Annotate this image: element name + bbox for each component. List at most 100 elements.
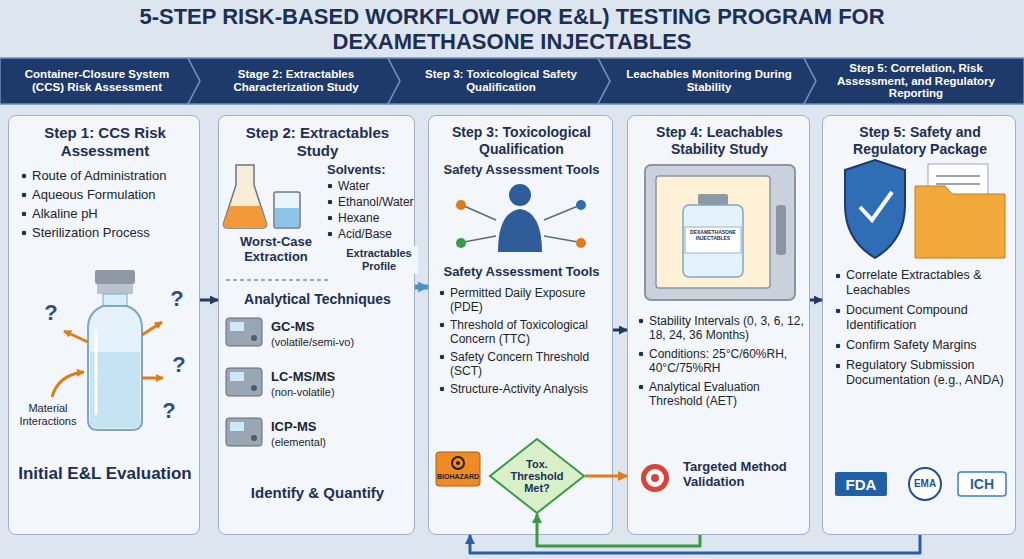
chevron-text: Leachables Monitoring During Stability xyxy=(616,68,802,94)
agency-logos xyxy=(835,472,887,496)
flow-arrow xyxy=(537,514,700,546)
chevron-text: Container-Closure System (CCS) Risk Asse… xyxy=(8,68,186,94)
stability-chamber xyxy=(683,205,743,277)
flow-arrow xyxy=(415,285,428,290)
panel-heading: Step 2: Extractables Study xyxy=(225,124,410,159)
human-figure xyxy=(576,238,586,248)
text-slot: LC-MS/MS xyxy=(271,369,411,384)
biohazard-symbol xyxy=(436,452,480,486)
text-slot: Water xyxy=(327,179,413,193)
human-figure xyxy=(456,184,586,252)
question-mark: ? xyxy=(168,286,186,312)
shield-folder-illustration xyxy=(915,186,1005,258)
step-chevron: Stage 2: Extractables Characterization S… xyxy=(188,58,400,104)
text-slot: DEXAMETHASONE INJECTABLES xyxy=(685,230,741,242)
technique-name: LC-MS/MS xyxy=(271,369,411,384)
human-figure xyxy=(464,206,496,220)
instrument-icons xyxy=(226,318,262,446)
stability-chamber xyxy=(645,165,795,300)
text-slot: Step 1: CCS Risk Assessment xyxy=(15,124,195,159)
text-slot: Solvents: xyxy=(327,162,413,177)
text-slot: EMA xyxy=(909,478,941,490)
chevron-shape xyxy=(388,58,610,104)
panel-footer: Targeted Method Validation xyxy=(683,459,805,490)
section-heading: Analytical Techniques xyxy=(223,291,412,308)
diamond-shape xyxy=(490,439,584,513)
step-chevron: Container-Closure System (CCS) Risk Asse… xyxy=(0,58,200,104)
text-box: Leachables Monitoring During Stability xyxy=(598,58,816,104)
text-slot: Permitted Daily Exposure (PDE) xyxy=(439,286,607,314)
bullet-item: Safety Concern Threshold (SCT) xyxy=(439,350,607,378)
text-slot: Step 5: Safety and Regulatory Package xyxy=(828,124,1012,157)
list-heading: Solvents: xyxy=(327,162,413,177)
bullet-item: Conditions: 25°C/60%RH, 40°C/75%RH xyxy=(638,347,804,375)
bullet-item: Confirm Safety Margins xyxy=(835,338,1011,353)
technique-scope: (non-volatile) xyxy=(271,386,411,399)
flask-illustration xyxy=(224,206,267,228)
diagram-title: 5-STEP RISK-BASED WORKFLOW FOR E&L) TEST… xyxy=(42,5,982,54)
human-figure xyxy=(456,200,466,210)
text-slot: ICH xyxy=(958,476,1006,493)
instrument-icons xyxy=(226,368,262,396)
panel-heading: Step 4: Leachables Stability Study xyxy=(633,124,806,157)
stability-chamber xyxy=(698,194,728,205)
text-slot: ? xyxy=(168,286,186,312)
vial-label: DEXAMETHASONE INJECTABLES xyxy=(685,230,741,242)
instrument-icons xyxy=(226,318,262,346)
stability-chamber xyxy=(645,165,795,300)
text-slot: Safety Concern Threshold (SCT) xyxy=(439,350,607,378)
human-figure xyxy=(544,206,578,220)
text-slot: Initial E&L Evaluation xyxy=(15,464,195,484)
text-slot: Step 2: Extractables Study xyxy=(225,124,410,159)
interaction-arrows xyxy=(52,322,163,397)
bullet-item: Water xyxy=(327,179,413,193)
chevron-shape xyxy=(598,58,816,104)
text-slot: Confirm Safety Margins xyxy=(835,338,1011,353)
instrument-icons xyxy=(230,422,244,431)
bullet-item: Permitted Daily Exposure (PDE) xyxy=(439,286,607,314)
chevron-shape xyxy=(0,58,200,104)
text-slot: Step 3: Toxicological Qualification xyxy=(434,124,609,157)
text-slot: Sterilization Process xyxy=(21,225,193,240)
edge-label: Extractables Profile xyxy=(340,246,418,274)
step-chevron: Step 5: Correlation, Risk Assessment, an… xyxy=(804,58,1024,104)
instrument-icons xyxy=(251,385,257,391)
text-slot: ICP-MS xyxy=(271,419,411,434)
question-mark: ? xyxy=(170,352,188,378)
text-slot: Step 4: Leachables Stability Study xyxy=(633,124,806,157)
flow-arrow xyxy=(200,299,218,302)
bullet-item: Hexane xyxy=(327,211,413,225)
text-slot: FDA xyxy=(835,476,887,494)
text-slot: Acid/Base xyxy=(327,227,413,241)
logo-text: ICH xyxy=(958,476,1006,493)
illustration-caption: Worst-Case Extraction xyxy=(223,234,329,265)
technique-scope: (elemental) xyxy=(271,436,411,449)
text-slot: Document Compound Identification xyxy=(835,303,1011,333)
text-slot: 5-STEP RISK-BASED WORKFLOW FOR E&L) TEST… xyxy=(42,5,982,54)
vial-illustration xyxy=(95,330,98,415)
biohazard-symbol xyxy=(456,461,460,465)
agency-logos xyxy=(909,468,941,500)
human-figure xyxy=(498,209,542,252)
text-slot: Safety Assessment Tools xyxy=(434,162,609,177)
instrument-icons xyxy=(226,418,262,446)
text-box: Container-Closure System (CCS) Risk Asse… xyxy=(0,58,200,104)
flask-illustration xyxy=(224,165,301,228)
chevron-shape xyxy=(188,58,400,104)
bullet-item: Regulatory Submission Documentation (e.g… xyxy=(835,358,1011,388)
stability-chamber xyxy=(656,176,770,288)
human-figure xyxy=(509,184,531,206)
vial-illustration xyxy=(95,270,135,284)
text-slot: Ethanol/Water xyxy=(327,195,413,209)
bullet-item: Stability Intervals (0, 3, 6, 12, 18, 24… xyxy=(638,314,804,342)
interaction-arrows xyxy=(142,377,163,380)
panel-footer: Identify & Quantify xyxy=(223,484,412,502)
text-slot: Analytical Evaluation Threshold (AET) xyxy=(638,380,804,408)
text-slot: Safety Assessment Tools xyxy=(434,264,609,279)
text-slot: (elemental) xyxy=(271,436,411,449)
hazard-label: BIOHAZARD xyxy=(436,473,480,481)
flask-illustration xyxy=(275,208,299,227)
text-slot: Analytical Techniques xyxy=(223,291,412,308)
text-slot: Targeted Method Validation xyxy=(683,459,805,490)
